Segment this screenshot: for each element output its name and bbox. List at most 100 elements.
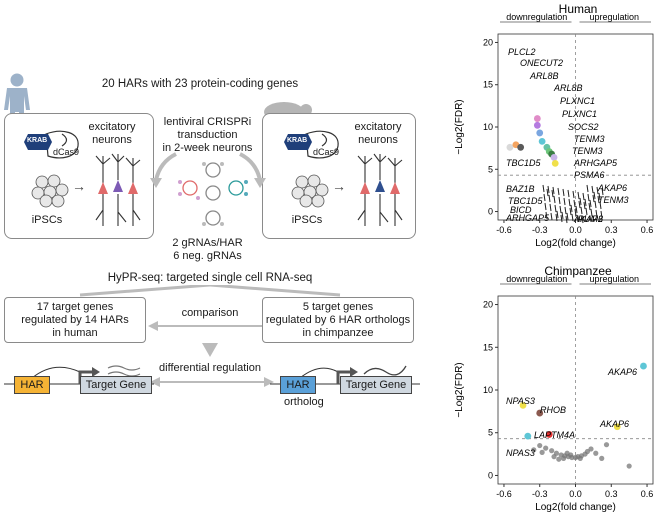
data-point xyxy=(603,442,610,448)
highlighted-point xyxy=(536,129,544,137)
target-gene-box-chimpanzee: Target Gene xyxy=(340,376,412,394)
y-tick-label: 5 xyxy=(488,164,493,174)
y-tick-label: 10 xyxy=(483,122,493,132)
highlighted-point xyxy=(517,143,525,151)
data-point-cluster xyxy=(576,214,579,223)
data-point xyxy=(626,463,632,469)
data-point-cluster xyxy=(579,197,582,206)
neurons-label-human-2: neurons xyxy=(92,134,132,146)
downregulation-label: downregulation xyxy=(506,12,567,22)
human-result-line-2: regulated by 14 HARs xyxy=(21,313,129,326)
gene-label: ONECUT2 xyxy=(520,58,563,68)
gene-label-crowded: TBC1D5 xyxy=(508,196,544,206)
x-tick-label: 0.3 xyxy=(605,225,618,235)
data-point xyxy=(584,448,591,455)
y-tick-label: 0 xyxy=(488,470,493,480)
data-point-cluster xyxy=(596,186,599,195)
target-gene-box-human: Target Gene xyxy=(80,376,152,394)
data-point-cluster xyxy=(567,189,570,198)
data-point-cluster xyxy=(565,215,568,224)
data-point-cluster xyxy=(559,205,562,214)
data-point-cluster xyxy=(554,204,557,213)
human-neuron-panel xyxy=(4,113,154,239)
human-result-line-1: 17 target genes xyxy=(36,300,114,313)
chimpanzee-result-line-3: in chimpanzee xyxy=(302,326,374,339)
gene-label-crowded: BICD xyxy=(510,205,532,215)
y-axis-label: −Log2(FDR) xyxy=(454,99,465,154)
neurons-human-icon xyxy=(95,153,141,226)
data-point-cluster xyxy=(578,200,581,209)
data-point-cluster xyxy=(594,200,597,209)
x-tick-label: -0.6 xyxy=(496,225,512,235)
gene-label: TENM3 xyxy=(574,134,605,144)
y-tick-label: 0 xyxy=(488,207,493,217)
data-point xyxy=(588,446,594,452)
neurons-label-chimpanzee-1: excitatory xyxy=(354,121,402,133)
neurons-label-chimpanzee-2: neurons xyxy=(358,134,398,146)
highlighted-point xyxy=(519,401,527,409)
gene-label-crowded: AKAP6 xyxy=(573,214,603,224)
data-point-cluster xyxy=(591,185,594,194)
data-point xyxy=(531,447,537,453)
gene-label: AKAP6 xyxy=(607,367,637,377)
x-tick-label: -0.3 xyxy=(532,489,548,499)
data-point-cluster xyxy=(573,199,576,208)
data-point-cluster xyxy=(592,194,595,203)
data-point xyxy=(551,454,557,460)
upregulation-label: upregulation xyxy=(589,12,639,22)
crispri-line-3: in 2-week neurons xyxy=(162,142,253,154)
chart-title: Chimpanzee xyxy=(544,264,612,278)
differential-arrow-icon xyxy=(150,377,274,387)
grna-line-2: 6 neg. gRNAs xyxy=(173,250,242,262)
data-point-cluster xyxy=(574,208,577,217)
data-point xyxy=(539,449,545,455)
x-tick-label: -0.3 xyxy=(532,225,548,235)
gene-label: PLCL2 xyxy=(508,47,536,57)
x-tick-label: 0.6 xyxy=(641,225,654,235)
x-tick-label: 0.0 xyxy=(569,489,582,499)
workflow-title: 20 HARs with 23 protein-coding genes xyxy=(101,78,299,90)
dcas9-krab-chimpanzee-icon xyxy=(284,130,339,159)
y-tick-label: 5 xyxy=(488,428,493,438)
gene-label: ARHGAP5 xyxy=(573,158,618,168)
split-arrows-icon xyxy=(79,285,341,297)
highlighted-point xyxy=(551,159,559,167)
gene-label: TBC1D5 xyxy=(506,158,542,168)
data-point-cluster xyxy=(593,191,596,200)
data-point-cluster xyxy=(546,188,549,197)
x-axis-label: Log2(fold change) xyxy=(535,502,616,513)
dcas9-label-human: dCas9 xyxy=(53,147,80,157)
data-point-cluster xyxy=(584,198,587,207)
data-point-cluster xyxy=(560,214,563,223)
gene-label: RHOB xyxy=(540,405,566,415)
gene-label: AKAP6 xyxy=(599,419,629,429)
hypr-seq-label: HyPR-seq: targeted single cell RNA-seq xyxy=(107,272,313,284)
data-point-cluster xyxy=(577,191,580,200)
data-point-cluster xyxy=(570,204,573,213)
highlighted-point xyxy=(536,409,544,417)
transduction-arrows-icon xyxy=(150,152,266,188)
neurons-chimpanzee-icon xyxy=(357,153,403,226)
har-box-human: HAR xyxy=(14,376,50,394)
dcas9-label-chimpanzee: dCas9 xyxy=(313,147,340,157)
workflow-figure: 20 HARs with 23 protein-coding genes len… xyxy=(4,73,420,408)
data-point-cluster xyxy=(569,207,572,216)
y-tick-label: 20 xyxy=(483,37,493,47)
highlighted-point xyxy=(524,432,532,440)
data-point-cluster xyxy=(544,202,547,211)
y-tick-label: 10 xyxy=(483,385,493,395)
gene-label: ARL8B xyxy=(529,71,559,81)
data-point-cluster xyxy=(555,213,558,222)
gene-label: ARL8B xyxy=(553,83,583,93)
data-point xyxy=(543,445,549,451)
y-tick-label: 20 xyxy=(483,300,493,310)
crispri-line-2: transduction xyxy=(177,129,238,141)
gene-label-crowded: ARHGAP5 xyxy=(505,213,550,223)
data-point-cluster xyxy=(566,212,569,221)
gene-label: PLXNC1 xyxy=(562,109,597,119)
data-point-cluster xyxy=(583,201,586,210)
data-point-cluster xyxy=(542,184,545,193)
data-point-cluster xyxy=(557,187,560,196)
gene-label-crowded: TENM3 xyxy=(598,195,629,205)
